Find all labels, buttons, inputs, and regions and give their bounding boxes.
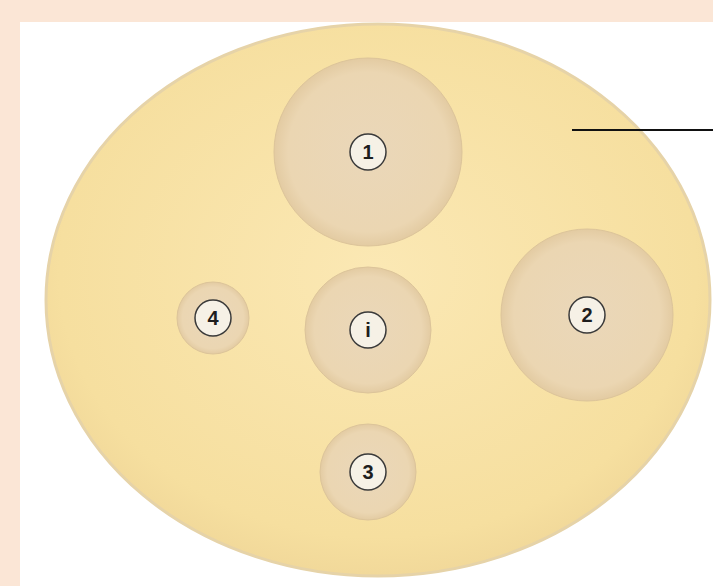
- disk-number: 1: [362, 142, 373, 162]
- antibiotic-disk: 3: [349, 453, 387, 491]
- disk-label: i: [349, 311, 387, 349]
- agar-plate: [46, 24, 710, 576]
- inhibition-zone: [501, 229, 673, 401]
- leader-line: [572, 129, 713, 131]
- disk-circle: [350, 454, 386, 490]
- disk-circle: [350, 312, 386, 348]
- inhibition-zone: [305, 267, 431, 393]
- panel-ground: [20, 22, 713, 586]
- disk-circle: [195, 300, 231, 336]
- disk-label: 1: [349, 133, 387, 171]
- antibiotic-disk: 2: [568, 296, 606, 334]
- disk-label: 4: [194, 299, 232, 337]
- antibiotic-disk: 1: [349, 133, 387, 171]
- disk-label: 3: [349, 453, 387, 491]
- disk-circle: [350, 134, 386, 170]
- disk-circle: [569, 297, 605, 333]
- inhibition-zone: [177, 282, 249, 354]
- disk-number: 3: [362, 462, 373, 482]
- inhibition-zone: [274, 58, 462, 246]
- disk-number: 4: [207, 308, 218, 328]
- disk-number: 2: [581, 305, 592, 325]
- disk-number: i: [365, 320, 371, 340]
- antibiotic-disk: i: [349, 311, 387, 349]
- inhibition-zone: [320, 424, 416, 520]
- antibiotic-disk: 4: [194, 299, 232, 337]
- disk-label: 2: [568, 296, 606, 334]
